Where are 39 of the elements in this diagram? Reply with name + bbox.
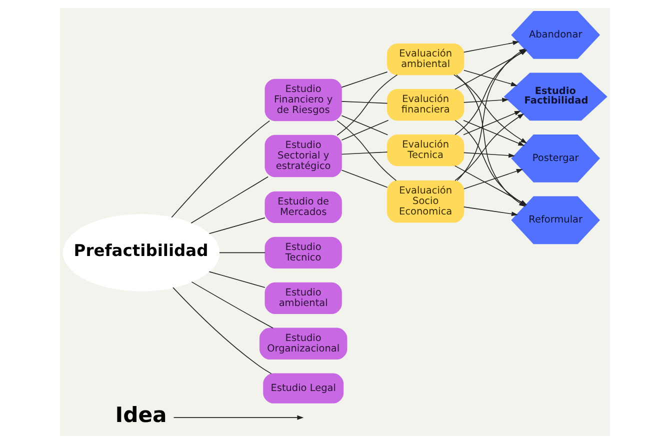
arrow [463,98,509,103]
node-box: Estudio ambiental [264,282,342,314]
node-box: Estudio Organizacional [259,328,348,360]
connector [341,101,388,104]
connector [219,252,266,254]
connector [208,271,266,288]
node-box: Estudio Sectorial y estratégico [264,134,342,178]
arrow [463,110,522,136]
node-box: Evalución financiera [387,88,464,121]
arrow [463,40,520,53]
connector [341,170,388,188]
node-ellipse: Prefactibilidad [62,214,220,292]
connector [341,72,388,88]
connector [191,282,274,329]
arrow [463,70,518,86]
arrow [463,169,523,190]
node-box: Estudio Tecnico [264,236,342,268]
arrow [454,74,528,144]
connector [341,115,388,136]
node-box: Evaluación ambiental [387,43,464,76]
arrow [463,120,525,146]
connector [190,176,268,224]
connector [172,287,272,374]
node-box: Evaluación Socio Economica [387,180,464,223]
node-box: Evalución Tecnica [387,134,464,166]
node-box: Estudio Financiero y de Riesgos [264,78,342,122]
connector [341,152,388,155]
connector [208,217,266,234]
arrow [463,152,516,158]
node-text: Idea [115,402,167,427]
node-box: Estudio de Mercados [264,191,342,224]
arrow [463,206,518,216]
connector [171,120,270,218]
connector [336,120,397,181]
node-box: Estudio Legal [263,373,344,404]
connector [341,120,389,140]
connector [336,74,398,136]
arrow [454,113,524,182]
arrow [173,415,304,420]
